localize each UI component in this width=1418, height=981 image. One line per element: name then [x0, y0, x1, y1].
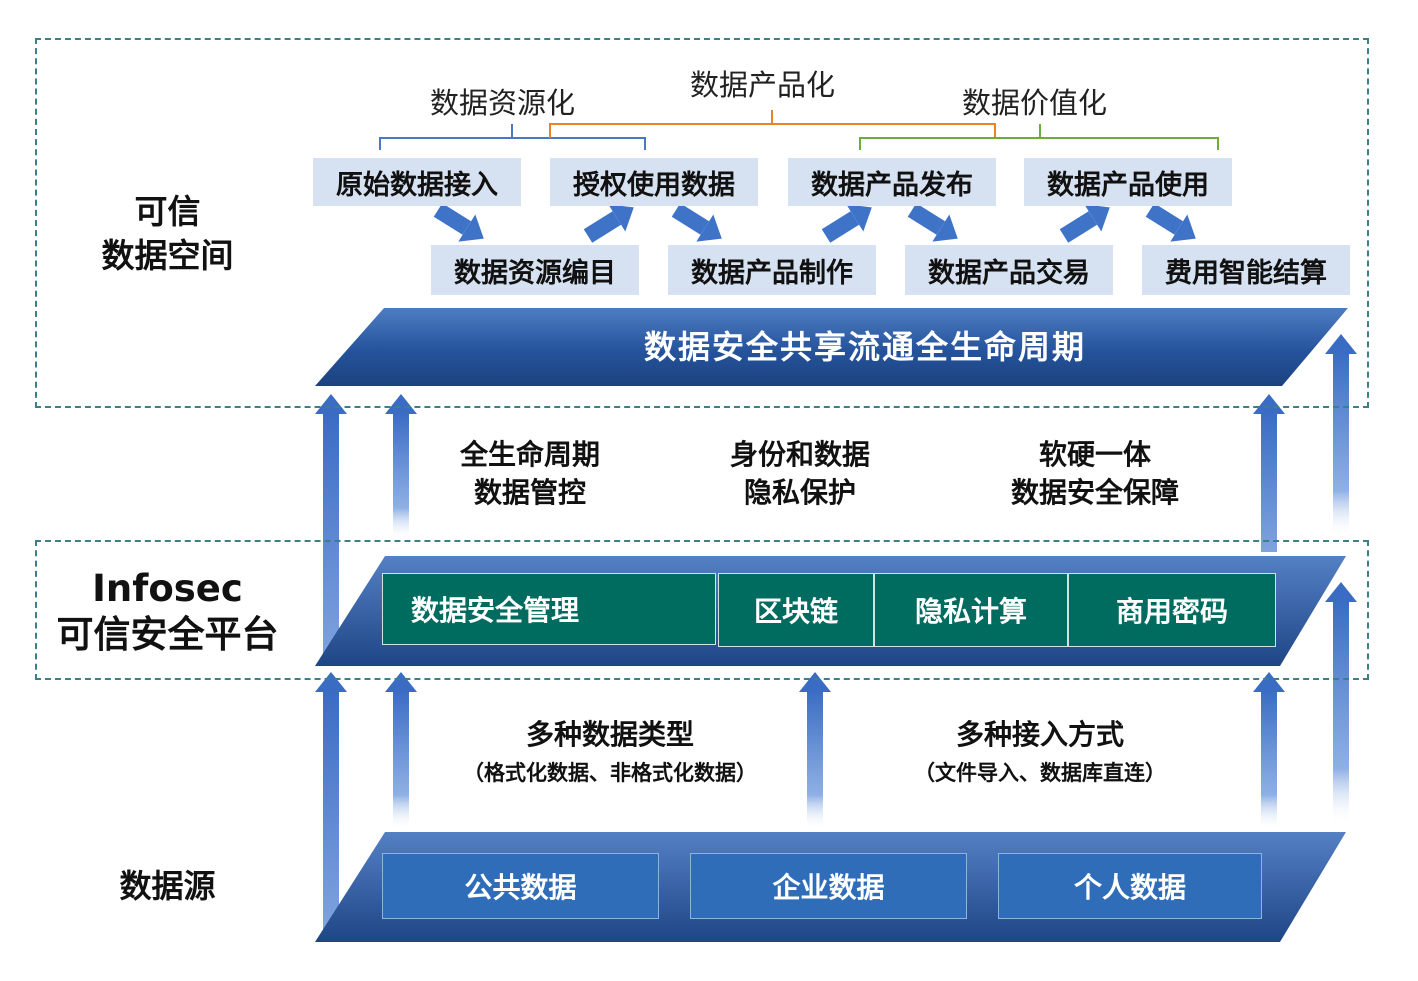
- module-commercial-crypto: 商用密码: [1068, 573, 1276, 647]
- layer-label-data-source: 数据源: [119, 867, 216, 905]
- bracket-product: [549, 110, 996, 138]
- step-data-product-make: 数据产品制作: [668, 245, 876, 295]
- step-fee-settlement: 费用智能结算: [1142, 245, 1350, 295]
- access-note-data-types: 多种数据类型 （格式化数据、非格式化数据）: [463, 718, 757, 785]
- module-data-security-mgmt: 数据安全管理: [382, 573, 716, 645]
- trusted-data-space-box: [35, 38, 1369, 408]
- bracket-resource: [379, 124, 646, 150]
- bracket-value: [859, 124, 1219, 150]
- up-arrow-right-outer-lower: [1325, 582, 1357, 825]
- lifecycle-banner-shape: [315, 308, 1348, 386]
- step-authorized-data-use: 授权使用数据: [550, 158, 758, 206]
- up-arrow-center: [799, 672, 831, 830]
- module-blockchain: 区块链: [718, 573, 874, 647]
- step-data-product-trade: 数据产品交易: [905, 245, 1113, 295]
- security-platform-box: [35, 540, 1369, 680]
- flow-arrow-down-3: [907, 203, 958, 242]
- capability-hw-sw-security: 软硬一体 数据安全保障: [1010, 438, 1179, 509]
- up-arrow-mid-right-inner: [1253, 394, 1285, 552]
- flow-arrow-down-1: [433, 203, 484, 242]
- capability-identity-privacy: 身份和数据 隐私保护: [729, 438, 870, 509]
- up-arrow-left-outer: [315, 672, 347, 930]
- layer-label-security-platform: Infosec 可信安全平台: [56, 567, 279, 656]
- flow-arrow-down-4: [1145, 203, 1196, 242]
- source-enterprise-data: 企业数据: [690, 853, 967, 919]
- up-arrow-left-inner: [385, 672, 417, 830]
- flow-arrow-up-1: [583, 204, 634, 243]
- step-data-product-use: 数据产品使用: [1024, 158, 1232, 206]
- module-privacy-computing: 隐私计算: [874, 573, 1068, 647]
- step-data-resource-catalog: 数据资源编目: [431, 245, 639, 295]
- flow-arrow-down-2: [671, 203, 722, 242]
- step-data-product-release: 数据产品发布: [788, 158, 996, 206]
- flow-arrow-up-3: [1059, 204, 1110, 243]
- source-public-data: 公共数据: [382, 853, 659, 919]
- source-personal-data: 个人数据: [998, 853, 1262, 919]
- bracket-title-resource: 数据资源化: [430, 86, 576, 120]
- layer-label-trusted-space: 可信 数据空间: [101, 192, 234, 275]
- capability-lifecycle-control: 全生命周期 数据管控: [459, 438, 600, 509]
- bracket-title-product: 数据产品化: [690, 68, 836, 102]
- access-note-access-methods: 多种接入方式 （文件导入、数据库直连）: [914, 718, 1166, 785]
- flow-arrow-up-2: [821, 204, 872, 243]
- up-arrow-mid-left-inner: [385, 394, 417, 540]
- step-raw-data-ingest: 原始数据接入: [313, 158, 521, 206]
- up-arrow-right-inner: [1253, 672, 1285, 830]
- lifecycle-banner-label: 数据安全共享流通全生命周期: [643, 328, 1086, 366]
- up-arrow-mid-right-outer: [1325, 334, 1357, 537]
- bracket-title-value: 数据价值化: [962, 86, 1108, 120]
- up-arrow-mid-left-outer: [315, 394, 347, 662]
